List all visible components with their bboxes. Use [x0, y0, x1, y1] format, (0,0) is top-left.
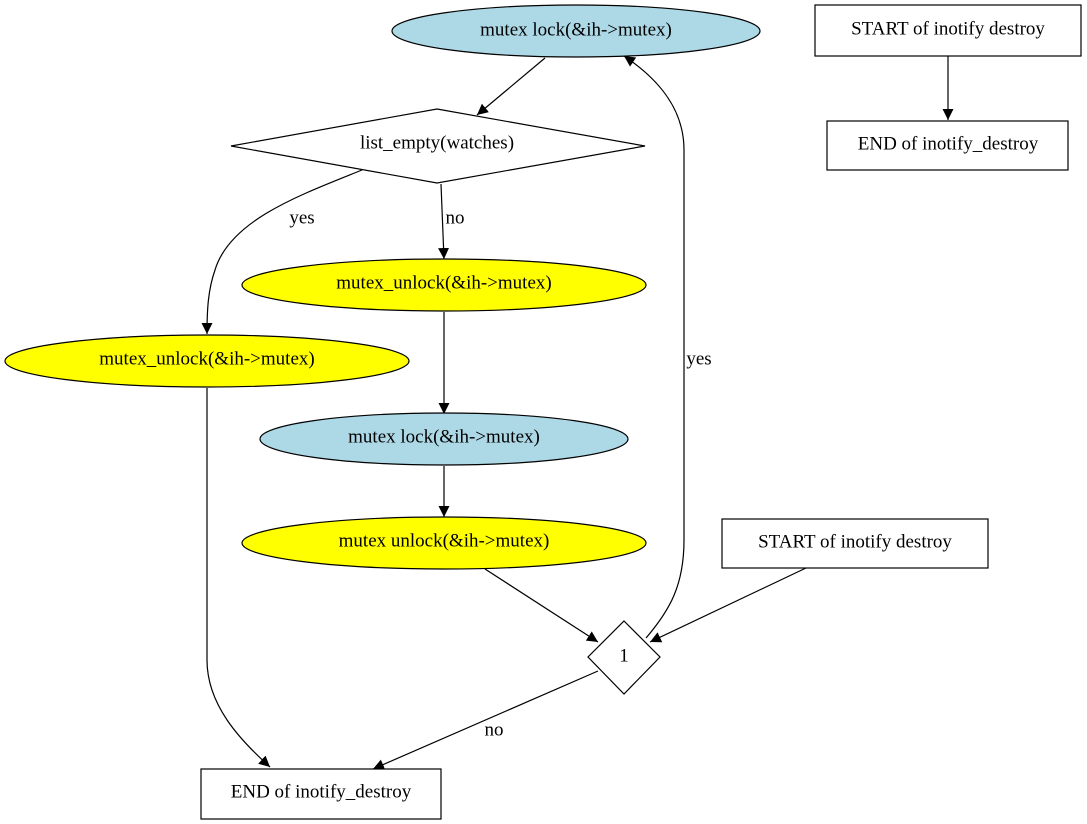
node-unlock-yes-shape	[4, 334, 410, 388]
node-list-empty: list_empty(watches)	[230, 108, 646, 184]
node-start-top-shape	[814, 4, 1082, 57]
edge-decision-yes-to-lock-top	[623, 55, 685, 639]
edge-labels: yes no yes no	[289, 207, 711, 740]
node-start-top: START of inotify destroy	[814, 4, 1082, 57]
node-lock-mid: mutex lock(&ih->mutex)	[259, 412, 629, 466]
edge-lock-top-to-list-empty	[476, 57, 546, 116]
node-unlock-mid: mutex unlock(&ih->mutex)	[241, 516, 647, 570]
label-list-empty-no: no	[446, 207, 465, 228]
node-unlock-no: mutex_unlock(&ih->mutex)	[241, 258, 647, 312]
edge-start-mid-to-decision	[649, 567, 807, 643]
node-end-top: END of inotify_destroy	[826, 120, 1069, 171]
node-start-mid-shape	[721, 518, 989, 569]
node-lock-top: mutex lock(&ih->mutex)	[391, 4, 761, 58]
node-start-mid-label: START of inotify destroy	[758, 531, 952, 552]
label-list-empty-yes: yes	[289, 207, 314, 228]
node-unlock-no-shape	[241, 258, 647, 312]
node-end-top-shape	[826, 120, 1069, 171]
edge-unlock-yes-to-end-bottom	[206, 388, 271, 768]
node-unlock-no-label: mutex_unlock(&ih->mutex)	[336, 272, 551, 293]
node-decision-1: 1	[587, 620, 661, 695]
label-decision-no: no	[485, 719, 504, 740]
edge-list-empty-no	[438, 183, 450, 260]
node-end-top-label: END of inotify_destroy	[858, 133, 1039, 154]
label-decision-yes: yes	[686, 348, 711, 369]
node-lock-mid-label: mutex lock(&ih->mutex)	[348, 426, 540, 447]
edge-decision-no-to-end-bottom	[372, 670, 599, 770]
node-lock-mid-shape	[259, 412, 629, 466]
node-unlock-yes-label: mutex_unlock(&ih->mutex)	[99, 348, 314, 369]
node-list-empty-shape	[230, 108, 646, 184]
edge-list-empty-yes	[201, 169, 363, 335]
node-lock-top-label: mutex lock(&ih->mutex)	[480, 19, 672, 40]
node-unlock-yes: mutex_unlock(&ih->mutex)	[4, 334, 410, 388]
node-decision-1-shape	[587, 620, 661, 695]
node-end-bottom-shape	[200, 768, 442, 820]
node-list-empty-label: list_empty(watches)	[360, 132, 514, 153]
node-start-top-label: START of inotify destroy	[851, 18, 1045, 39]
node-start-mid: START of inotify destroy	[721, 518, 989, 569]
node-end-bottom: END of inotify_destroy	[200, 768, 442, 820]
edge-unlock-mid-to-decision	[484, 568, 599, 643]
node-end-bottom-label: END of inotify_destroy	[231, 781, 412, 802]
edges	[201, 55, 954, 770]
node-decision-1-label: 1	[619, 645, 629, 666]
node-unlock-mid-shape	[241, 516, 647, 570]
node-lock-top-shape	[391, 4, 761, 58]
node-unlock-mid-label: mutex unlock(&ih->mutex)	[339, 530, 550, 551]
